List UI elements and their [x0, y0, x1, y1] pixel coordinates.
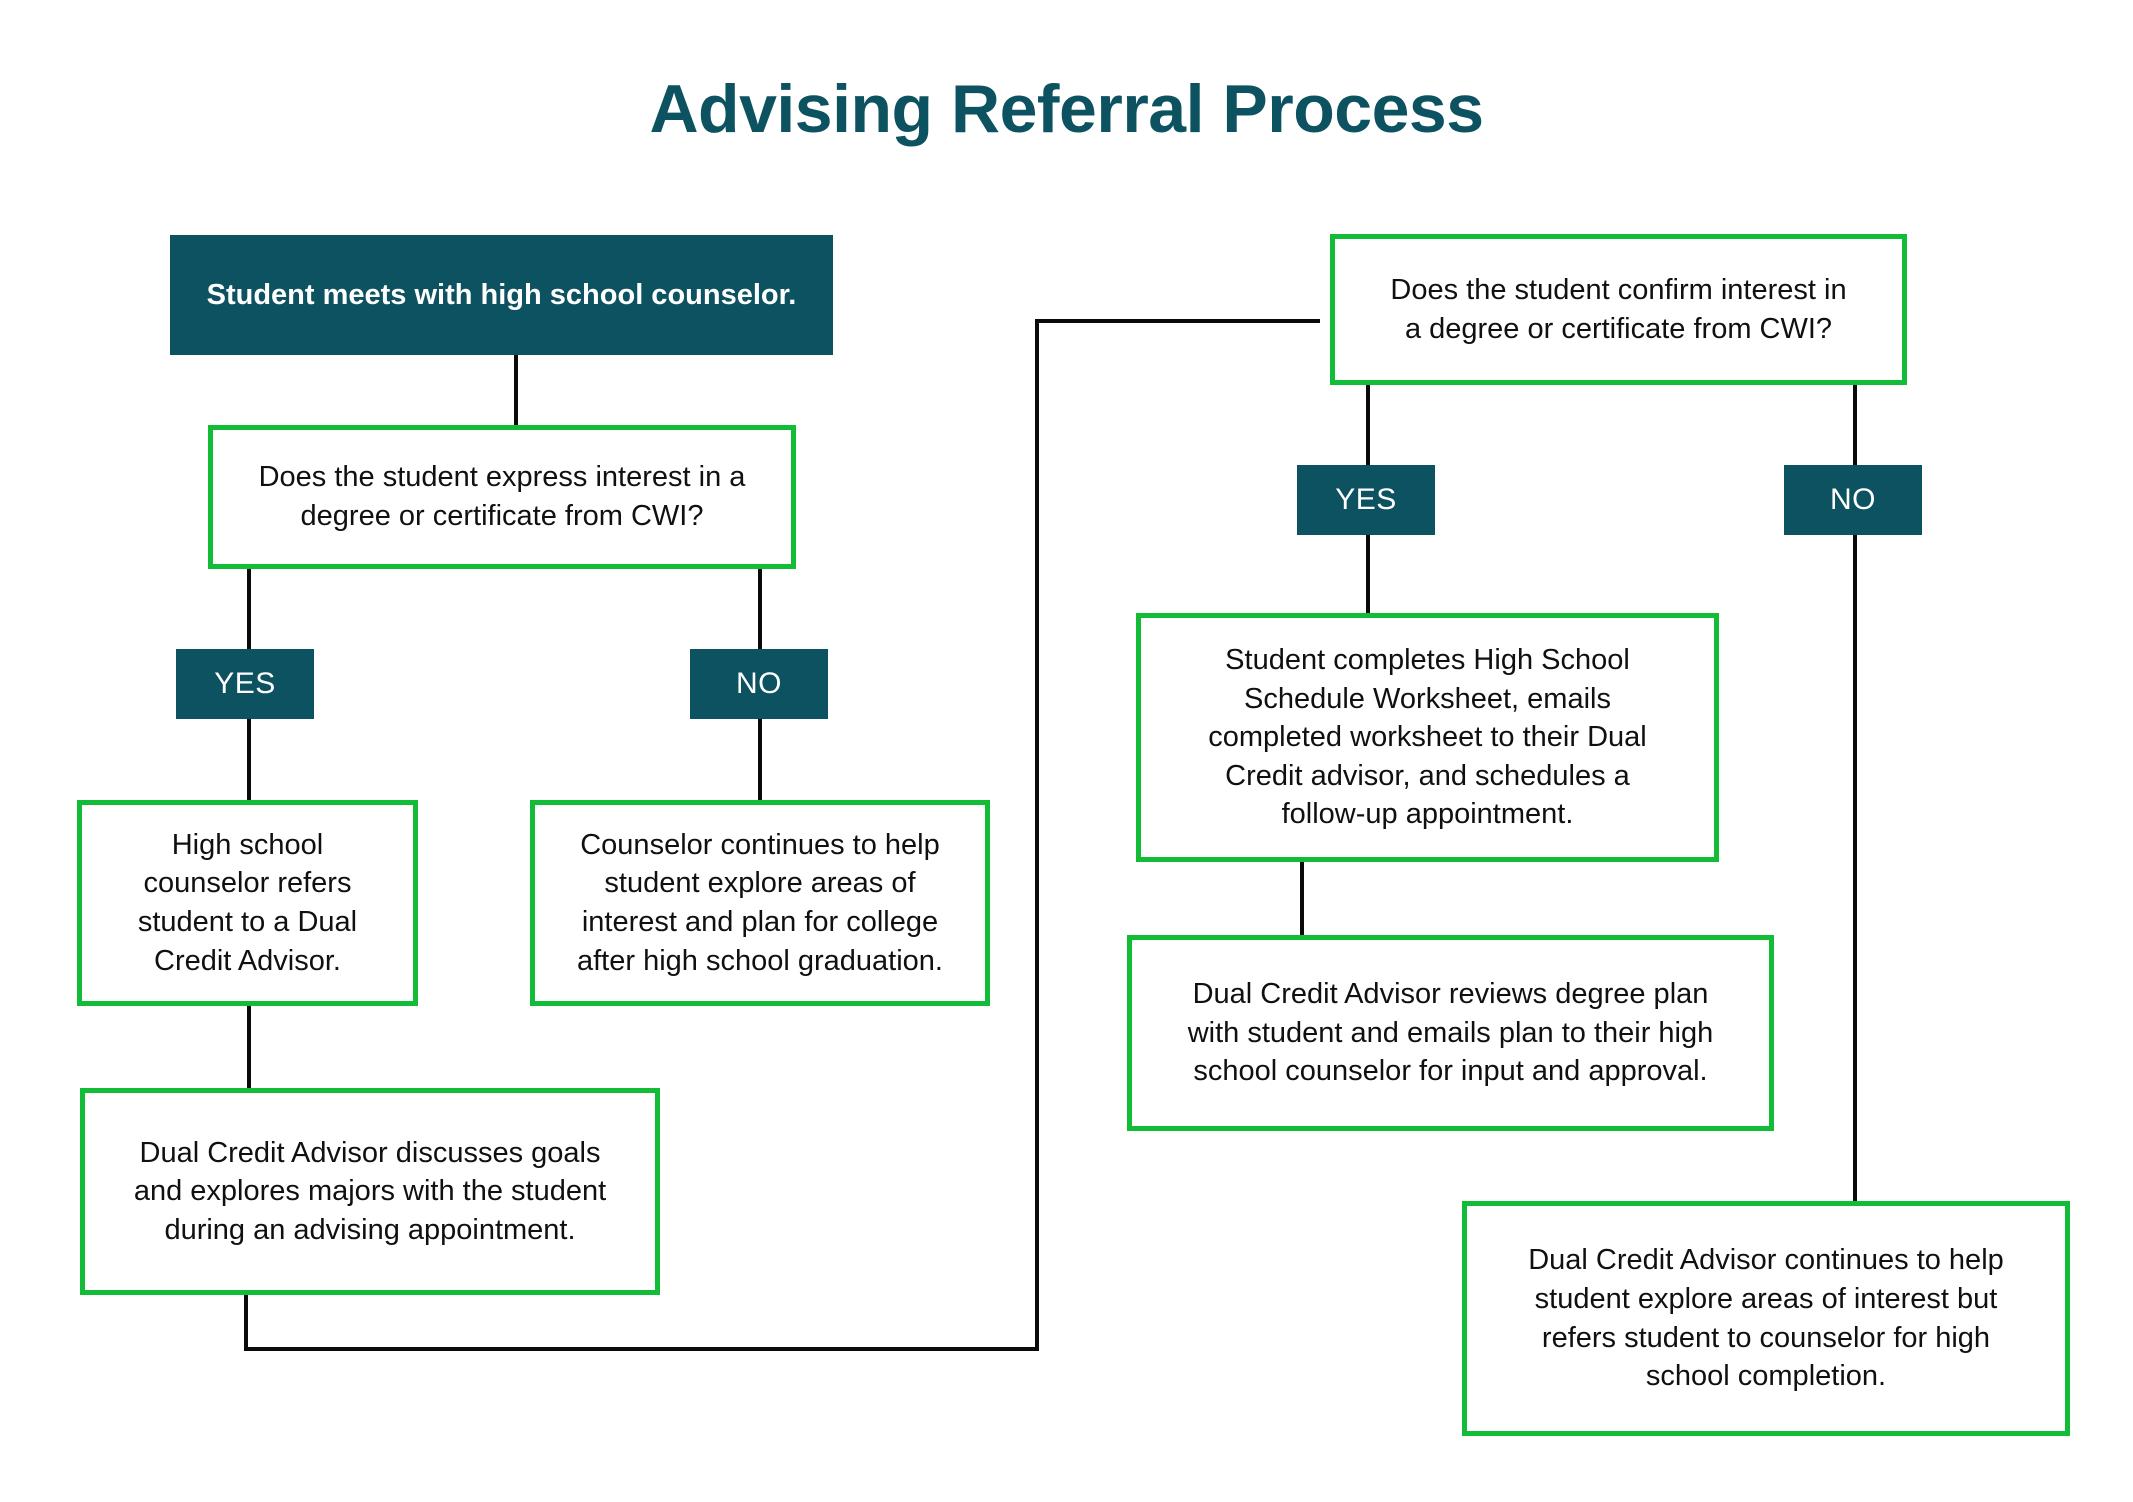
node-advisor-reviews-degree-plan-label: Dual Credit Advisor reviews degree plan … [1187, 978, 1714, 1088]
node-advisor-discusses-goals-label: Dual Credit Advisor discusses goals and … [133, 1136, 607, 1246]
node-advisor-refers-back-to-counselor-label: Dual Credit Advisor continues to help st… [1528, 1244, 2004, 1393]
connector-advisor-discusses-down [244, 1295, 248, 1351]
connector-start-to-decision-express [514, 355, 518, 425]
connector-yes-right-to-worksheet [1366, 535, 1370, 613]
badge-yes-left[interactable]: YES [176, 649, 314, 719]
connector-refer-to-advisor-discusses [247, 1006, 251, 1088]
node-refer-to-dual-credit-advisor-label: High school counselor refers student to … [137, 828, 358, 977]
connector-no-left-to-counselor-explore [758, 719, 762, 800]
node-student-completes-worksheet[interactable]: Student completes High School Schedule W… [1136, 613, 1719, 862]
connector-decision-to-yes-left [247, 569, 251, 649]
connector-yes-left-to-refer [247, 719, 251, 800]
node-decision-express-interest[interactable]: Does the student express interest in a d… [208, 425, 796, 569]
connector-decision-confirm-to-yes-right [1366, 385, 1370, 465]
badge-no-left-label: NO [736, 667, 782, 701]
connector-right-riser [1035, 319, 1039, 1351]
connector-decision-to-no-left [758, 569, 762, 649]
node-decision-express-interest-label: Does the student express interest in a d… [258, 461, 746, 532]
node-start-label: Student meets with high school counselor… [206, 278, 797, 311]
connector-worksheet-to-advisor-reviews [1300, 862, 1304, 935]
connector-top-horizontal-to-decision-confirm [1035, 319, 1320, 323]
node-advisor-refers-back-to-counselor[interactable]: Dual Credit Advisor continues to help st… [1462, 1201, 2070, 1436]
node-counselor-continues-explore[interactable]: Counselor continues to help student expl… [530, 800, 990, 1006]
node-advisor-discusses-goals[interactable]: Dual Credit Advisor discusses goals and … [80, 1088, 660, 1295]
node-advisor-reviews-degree-plan[interactable]: Dual Credit Advisor reviews degree plan … [1127, 935, 1774, 1131]
node-refer-to-dual-credit-advisor[interactable]: High school counselor refers student to … [77, 800, 418, 1006]
node-counselor-continues-explore-label: Counselor continues to help student expl… [577, 828, 943, 977]
badge-yes-left-label: YES [214, 667, 276, 701]
node-decision-confirm-interest-label: Does the student confirm interest in a d… [1390, 273, 1847, 345]
badge-yes-right-label: YES [1335, 483, 1397, 517]
badge-no-left[interactable]: NO [690, 649, 828, 719]
connector-bottom-horizontal [244, 1347, 1039, 1351]
node-student-completes-worksheet-label: Student completes High School Schedule W… [1208, 644, 1647, 831]
node-decision-confirm-interest[interactable]: Does the student confirm interest in a d… [1330, 234, 1907, 385]
badge-no-right[interactable]: NO [1784, 465, 1922, 535]
badge-yes-right[interactable]: YES [1297, 465, 1435, 535]
connector-decision-confirm-to-no-right [1853, 385, 1857, 465]
node-start[interactable]: Student meets with high school counselor… [170, 235, 833, 355]
page-title: Advising Referral Process [649, 71, 1484, 147]
badge-no-right-label: NO [1830, 483, 1876, 517]
connector-no-right-to-refers-back [1853, 535, 1857, 1201]
